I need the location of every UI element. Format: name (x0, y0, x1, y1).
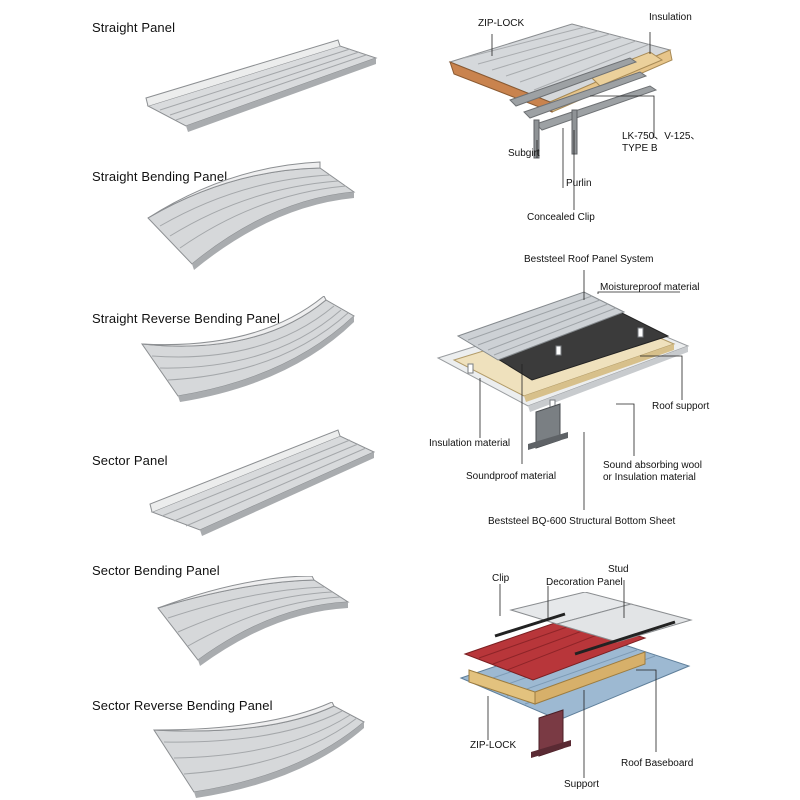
roof-system-leader-lines (479, 270, 683, 510)
label-moistureproof-material: Moistureproof material (600, 282, 700, 293)
label-bottom-sheet: Beststeel BQ-600 Structural Bottom Sheet (488, 516, 676, 527)
straight-panel-illustration (145, 39, 378, 132)
label-stud: Stud (608, 564, 629, 575)
label-insulation: Insulation (649, 12, 692, 23)
label-type-b: TYPE B (622, 143, 658, 154)
straight-reverse-bending-panel-illustration (140, 296, 355, 402)
zip-lock-roof-diagram (448, 23, 673, 159)
label-or-insulation-material: or Insulation material (603, 472, 696, 483)
label-concealed-clip: Concealed Clip (527, 212, 595, 223)
label-roof-baseboard: Roof Baseboard (621, 758, 694, 769)
panel-title-straight-reverse-bending: Straight Reverse Bending Panel (92, 311, 281, 326)
label-decoration-panel: Decoration Panel (546, 577, 623, 588)
label-purlin: Purlin (566, 178, 592, 189)
label-subgirt: Subgirt (508, 148, 540, 159)
decoration-leader-lines (487, 580, 657, 778)
sector-panel-illustration (149, 429, 376, 536)
label-clip: Clip (492, 573, 510, 584)
label-beststeel-roof-panel-system: Beststeel Roof Panel System (524, 254, 654, 265)
label-insulation-material: Insulation material (429, 438, 511, 449)
sector-reverse-bending-panel-illustration (153, 702, 365, 798)
label-zip-lock: ZIP-LOCK (478, 18, 525, 29)
decoration-panel-diagram (459, 592, 693, 758)
label-zip-lock-2: ZIP-LOCK (470, 740, 517, 751)
panel-title-sector: Sector Panel (92, 453, 168, 468)
label-roof-support: Roof support (652, 401, 710, 412)
label-soundproof-material: Soundproof material (466, 471, 557, 482)
label-sound-absorbing-wool: Sound absorbing wool (603, 460, 702, 471)
panel-title-sector-bending: Sector Bending Panel (92, 563, 220, 578)
sector-bending-panel-illustration (157, 576, 350, 666)
panel-title-straight-bending: Straight Bending Panel (92, 169, 228, 184)
label-lk750: LK-750、V-125、 (622, 131, 701, 142)
panel-title-straight: Straight Panel (92, 20, 176, 35)
panel-title-sector-reverse-bending: Sector Reverse Bending Panel (92, 698, 273, 713)
label-support: Support (564, 779, 600, 790)
roof-system-diagram (436, 291, 690, 450)
zip-lock-leader-lines (491, 32, 655, 210)
straight-bending-panel-illustration (147, 161, 356, 270)
